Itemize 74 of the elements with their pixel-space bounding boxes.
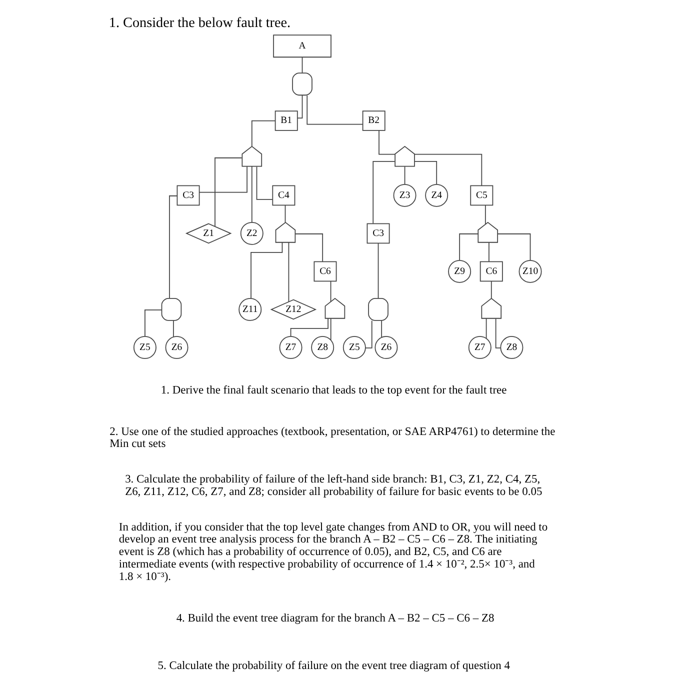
connector: [306, 95, 362, 125]
connector: [484, 204, 486, 225]
connector: [256, 166, 272, 200]
connector: [250, 166, 252, 223]
node-box: C3: [366, 223, 390, 244]
connector: [485, 318, 486, 339]
node-circle: Z10: [518, 260, 542, 283]
node-circle: Z5: [342, 336, 366, 359]
node-box: B1: [274, 110, 298, 131]
connector: [414, 160, 437, 185]
node-diamond: Z12: [270, 299, 316, 320]
connector: [372, 160, 395, 224]
node-circle: Z7: [468, 336, 491, 359]
connector: [377, 242, 378, 299]
node-circle: Z4: [424, 184, 448, 207]
node-and-gate: [160, 298, 182, 321]
node-box: A: [272, 34, 331, 58]
connector: [414, 154, 482, 186]
node-circle: Z11: [238, 298, 262, 321]
connector: [488, 242, 489, 262]
node-circle: Z8: [500, 336, 523, 359]
connector: [330, 318, 331, 340]
connector: [198, 166, 247, 193]
node-box: C6: [313, 261, 336, 282]
node-circle: Z2: [240, 222, 263, 245]
node-box: C5: [470, 185, 493, 206]
connector: [404, 166, 405, 185]
node-or-gate: [477, 222, 498, 243]
connector: [296, 94, 302, 119]
node-diamond: Z1: [184, 223, 232, 244]
connector: [380, 320, 382, 338]
label: 5. Calculate the probability of failure on the event tree diagram of question 4: [157, 660, 510, 672]
label: 3. Calculate the probability of failure of the left-hand side branch: B1, C3, Z1, Z2, C4, Z5, Z6, Z11, Z12, C6, Z7, and Z8; consider all probability of failure for basic events to be 0.05: [124, 474, 542, 498]
node-circle: Z9: [448, 260, 471, 283]
node-and-gate: [368, 298, 388, 321]
connector: [144, 309, 162, 337]
node-circle: Z8: [310, 336, 334, 359]
connector: [250, 120, 276, 147]
connector: [284, 204, 286, 223]
node-box: B2: [362, 110, 385, 131]
connector: [496, 233, 530, 261]
node-circle: Z7: [278, 336, 302, 359]
connector: [301, 56, 302, 74]
connector: [294, 233, 323, 262]
node-box: C3: [176, 185, 200, 206]
label: 4. Build the event tree diagram for the branch A – B2 – C5 – C6 – Z8: [176, 612, 494, 624]
connector: [494, 318, 500, 348]
connector: [330, 280, 331, 302]
connector: [168, 195, 178, 299]
diagram-title: 1. Consider the below fault tree.: [108, 14, 290, 31]
connector: [288, 242, 289, 302]
node-or-gate: [241, 146, 262, 167]
node-or-gate: [274, 222, 296, 243]
node-or-gate: [480, 298, 502, 319]
connector: [214, 157, 242, 227]
node-or-gate: [324, 298, 345, 319]
connector: [364, 320, 372, 348]
connector: [458, 233, 478, 261]
connector: [250, 242, 282, 299]
node-box: C6: [479, 261, 502, 282]
node-or-gate: [394, 146, 414, 167]
node-circle: Z5: [132, 336, 156, 359]
connector: [378, 130, 395, 155]
label: In addition, if you consider that the top level gate changes from AND to OR, you will need to develop an event tree analysis process for the branch A – B2 – C5 – C6 – Z8. The initiating event is Z8 (which has a probability of occurrence of 0.05), and B2, C5, and C6 are intermediate events (with respective probability of occurrence of 1.4 × 10⁻², 2.5× 10⁻³, and 1.8 × 10⁻³).: [118, 521, 548, 583]
node-circle: Z3: [392, 184, 416, 207]
node-circle: Z6: [374, 336, 398, 359]
label: 2. Use one of the studied approaches (textbook, presentation, or SAE ARP4761) to determine the Min cut sets: [109, 426, 555, 450]
connector: [290, 318, 328, 337]
node-box: C4: [272, 185, 295, 206]
connector: [490, 280, 492, 299]
connector: [172, 320, 174, 338]
label: 1. Derive the final fault scenario that leads to the top event for the fault tree: [160, 384, 506, 396]
node-circle: Z6: [164, 336, 188, 359]
node-and-gate: [292, 72, 312, 96]
